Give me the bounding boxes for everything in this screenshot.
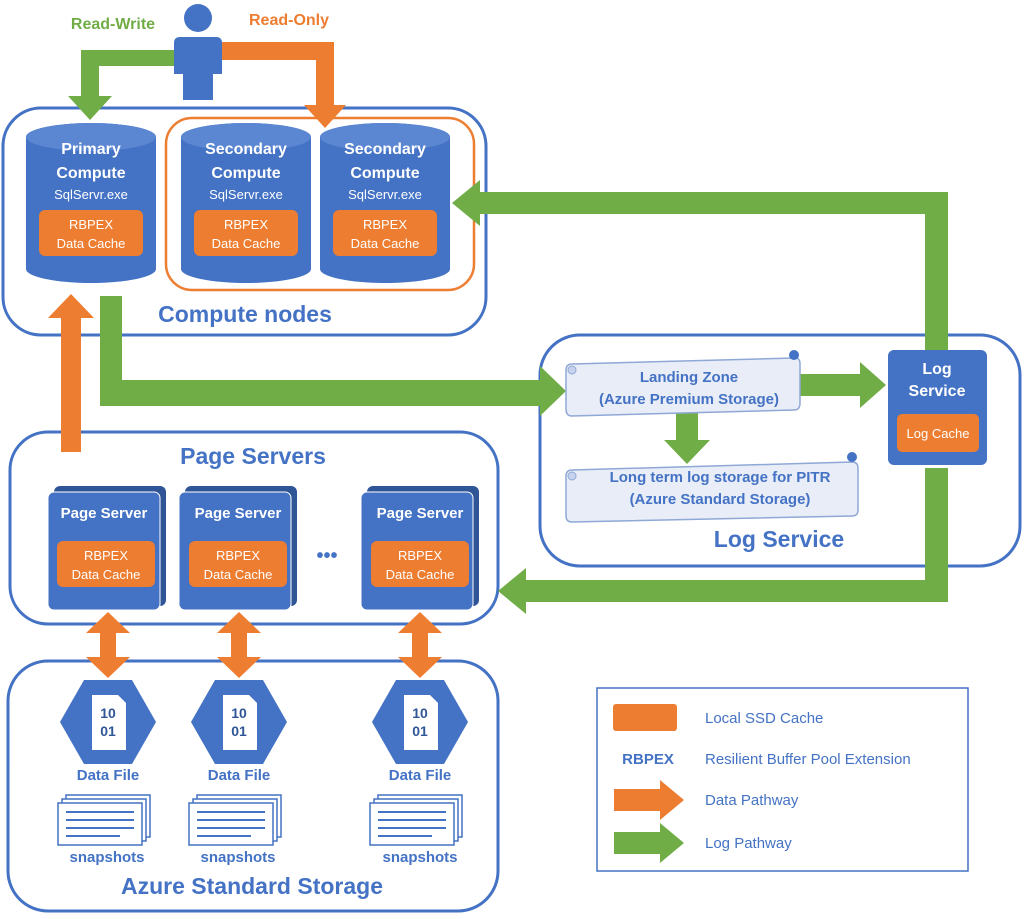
legend-log-pathway-label: Log Pathway [705, 835, 792, 852]
read-only-arrow [222, 42, 346, 128]
page-server-2: Page Server RBPEX Data Cache [178, 486, 297, 611]
page-server-1-cache-sublabel: Data Cache [72, 567, 141, 582]
long-term-storage-title: Long term log storage for PITR [610, 469, 831, 486]
page-server-2-title: Page Server [195, 505, 282, 522]
log-service-label: Log Service [714, 526, 844, 552]
snapshots-1-label: snapshots [69, 849, 144, 866]
landing-zone-to-log-service-arrow [796, 362, 886, 408]
page-server-1-title: Page Server [61, 505, 148, 522]
azure-standard-storage-label: Azure Standard Storage [121, 873, 383, 899]
log-cache [897, 414, 979, 452]
page-servers-to-primary-arrow [48, 294, 94, 452]
snapshots-icon: snapshots [188, 794, 282, 866]
landing-zone-subtitle: (Azure Premium Storage) [599, 391, 779, 408]
page-server-3: Page Server RBPEX Data Cache [360, 486, 479, 611]
data-file-1-icon-line1: 10 [100, 705, 116, 721]
secondary-1-cache-sublabel: Data Cache [212, 236, 281, 251]
data-file-1-label: Data File [77, 767, 140, 784]
snapshots-icon: snapshots [369, 794, 463, 866]
data-file-2: 10 01 Data File [191, 680, 287, 784]
page-server-1: Page Server RBPEX Data Cache [47, 486, 166, 611]
primary-compute-subtitle: Compute [56, 165, 125, 182]
primary-compute-node: Primary Compute SqlServr.exe RBPEX Data … [26, 123, 156, 283]
primary-cache-label: RBPEX [69, 217, 113, 232]
secondary-2-cache-sublabel: Data Cache [351, 236, 420, 251]
snapshots-2-label: snapshots [200, 849, 275, 866]
data-file-3-label: Data File [389, 767, 452, 784]
data-file-3-icon-line1: 10 [412, 705, 428, 721]
page-server-3-cache [371, 541, 469, 587]
log-service-node-subtitle: Service [909, 383, 966, 400]
primary-rbpex-cache [39, 210, 143, 256]
page-servers-ellipsis: ••• [316, 545, 337, 567]
data-file-2-label: Data File [208, 767, 271, 784]
legend-rbpex-label: Resilient Buffer Pool Extension [705, 751, 911, 768]
legend-local-ssd-swatch [613, 704, 677, 731]
user-icon [174, 4, 222, 100]
landing-zone-scroll: Landing Zone (Azure Premium Storage) [565, 350, 801, 417]
page-server-2-cache-sublabel: Data Cache [204, 567, 273, 582]
secondary-1-rbpex-cache [194, 210, 298, 256]
primary-cache-sublabel: Data Cache [57, 236, 126, 251]
secondary-2-process-name: SqlServr.exe [348, 187, 422, 202]
page-servers-label: Page Servers [180, 443, 326, 469]
log-service-node-title: Log [922, 361, 951, 378]
data-file-2-icon-line2: 01 [231, 723, 247, 739]
landing-zone-title: Landing Zone [640, 369, 738, 386]
data-file-2-icon-line1: 10 [231, 705, 247, 721]
data-file-3: 10 01 Data File [372, 680, 468, 784]
page-server-3-cache-label: RBPEX [398, 548, 442, 563]
page-server-2-cache-label: RBPEX [216, 548, 260, 563]
page-server-1-cache-label: RBPEX [84, 548, 128, 563]
page-server-2-cache [189, 541, 287, 587]
secondary-1-subtitle: Compute [211, 165, 280, 182]
data-file-1: 10 01 Data File [60, 680, 156, 784]
read-write-arrow [68, 50, 174, 120]
landing-zone-to-long-term-arrow [664, 412, 710, 464]
legend-local-ssd-label: Local SSD Cache [705, 710, 823, 727]
secondary-2-title: Secondary [344, 141, 426, 158]
log-apply-to-secondary-arrow [452, 180, 948, 352]
secondary-compute-node-1: Secondary Compute SqlServr.exe RBPEX Dat… [181, 123, 311, 283]
primary-process-name: SqlServr.exe [54, 187, 128, 202]
long-term-storage-subtitle: (Azure Standard Storage) [630, 491, 811, 508]
log-cache-label: Log Cache [907, 426, 970, 441]
read-only-label: Read-Only [249, 12, 329, 29]
legend-data-pathway-arrow [614, 780, 684, 820]
page-server-3-cache-sublabel: Data Cache [386, 567, 455, 582]
read-write-label: Read-Write [71, 16, 155, 33]
secondary-2-rbpex-cache [333, 210, 437, 256]
data-file-1-icon-line2: 01 [100, 723, 116, 739]
snapshots-3-label: snapshots [382, 849, 457, 866]
secondary-2-subtitle: Compute [350, 165, 419, 182]
log-write-arrow [100, 296, 566, 416]
compute-nodes-label: Compute nodes [158, 301, 332, 327]
secondary-1-title: Secondary [205, 141, 287, 158]
log-to-page-servers-arrow [498, 468, 948, 614]
page-server-1-cache [57, 541, 155, 587]
secondary-1-cache-label: RBPEX [224, 217, 268, 232]
legend-rbpex-key: RBPEX [622, 751, 674, 768]
data-file-3-icon-line2: 01 [412, 723, 428, 739]
legend-data-pathway-label: Data Pathway [705, 792, 799, 809]
data-pathway-arrows [86, 612, 442, 678]
long-term-log-storage-scroll: Long term log storage for PITR (Azure St… [565, 452, 859, 523]
primary-compute-title: Primary [61, 141, 121, 158]
page-server-3-title: Page Server [377, 505, 464, 522]
secondary-2-cache-label: RBPEX [363, 217, 407, 232]
snapshots-icon: snapshots [57, 794, 151, 866]
log-service-node: Log Service Log Cache [888, 350, 987, 465]
secondary-compute-node-2: Secondary Compute SqlServr.exe RBPEX Dat… [320, 123, 450, 283]
legend-log-pathway-arrow [614, 823, 684, 863]
secondary-1-process-name: SqlServr.exe [209, 187, 283, 202]
